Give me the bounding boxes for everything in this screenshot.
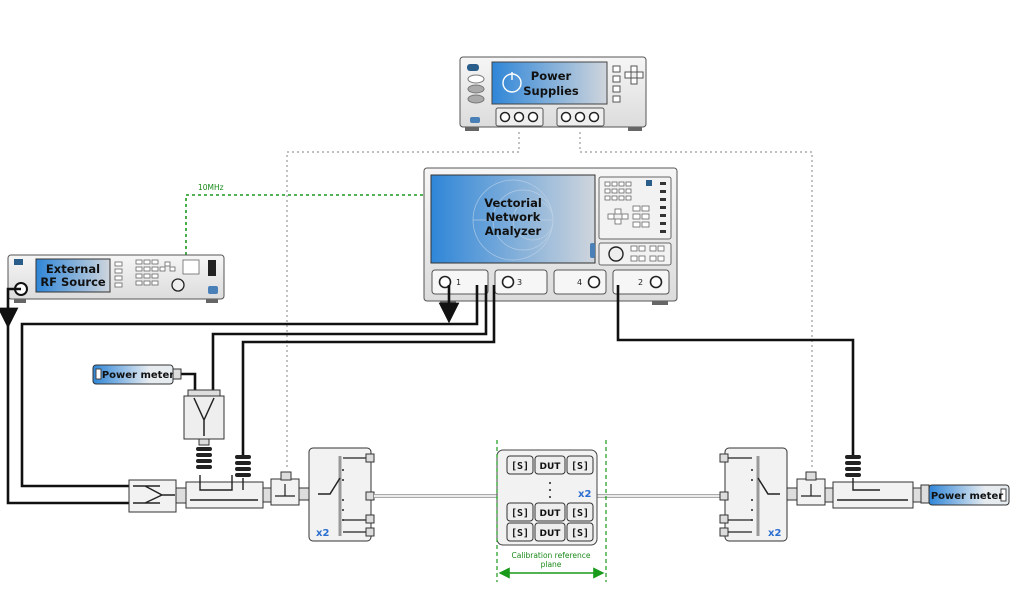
- svg-text:DUT: DUT: [540, 509, 562, 519]
- rf-source-label-1: External: [46, 262, 100, 276]
- rf-cables: [0, 285, 855, 505]
- vna-instrument: Vectorial Network Analyzer: [423, 167, 678, 305]
- svg-text:[S]: [S]: [571, 528, 589, 539]
- smith-chart-icon: [472, 179, 554, 261]
- power-supply-lines: [286, 132, 813, 470]
- dut-row-2: [S] DUT [S]: [506, 502, 594, 522]
- vna-label-3: Analyzer: [485, 224, 542, 238]
- vna-port-2: 2: [612, 269, 670, 295]
- power-divider: [183, 389, 251, 477]
- power-supplies-label-1: Power: [531, 69, 572, 83]
- rf-source-label-2: RF Source: [40, 275, 106, 289]
- dut-block: [S] DUT [S] x2 [S] DUT [S] [S] DUT [S]: [496, 449, 598, 546]
- power-meter-left: Power meter: [92, 364, 182, 385]
- svg-text:4: 4: [577, 278, 582, 287]
- svg-text:DUT: DUT: [540, 462, 562, 472]
- reference-clock-line: 10MHz: [185, 183, 425, 255]
- dut-row-3: [S] DUT [S]: [506, 522, 594, 542]
- svg-text:[S]: [S]: [571, 461, 589, 472]
- vna-label-2: Network: [486, 210, 541, 224]
- vna-port-3: 3: [494, 269, 548, 295]
- svg-text:[S]: [S]: [511, 508, 529, 519]
- vna-port-4: 4: [553, 269, 607, 295]
- svg-text:[S]: [S]: [571, 508, 589, 519]
- power-meter-right: Power meter: [920, 484, 1010, 506]
- switch-left: x2: [308, 447, 375, 542]
- calibration-label-1: Calibration reference: [511, 551, 590, 560]
- svg-text:1: 1: [456, 278, 461, 287]
- svg-text:DUT: DUT: [540, 529, 562, 539]
- calibration-label-2: plane: [541, 560, 562, 569]
- svg-text:2: 2: [638, 278, 643, 287]
- svg-text:[S]: [S]: [511, 528, 529, 539]
- right-coupler-chain: [786, 455, 922, 509]
- calibration-reference: Calibration reference plane: [496, 440, 607, 582]
- power-supplies-instrument: Power Supplies: [459, 56, 647, 131]
- switch-right: x2: [719, 447, 788, 542]
- reference-clock-label: 10MHz: [198, 183, 224, 192]
- dut-row-1: [S] DUT [S]: [506, 455, 594, 475]
- left-coupler-chain: [128, 471, 310, 513]
- vna-label-1: Vectorial: [484, 196, 542, 210]
- switch-left-mult: x2: [316, 528, 329, 539]
- power-supplies-label-2: Supplies: [523, 84, 579, 98]
- rf-source-instrument: External RF Source: [7, 254, 225, 303]
- switch-right-mult: x2: [768, 528, 781, 539]
- vna-port-1: 1: [431, 269, 489, 295]
- power-meter-left-label: Power meter: [102, 370, 174, 381]
- svg-text:3: 3: [517, 278, 522, 287]
- dut-mult: x2: [578, 489, 591, 500]
- power-meter-right-label: Power meter: [931, 491, 1003, 502]
- svg-text:[S]: [S]: [511, 461, 529, 472]
